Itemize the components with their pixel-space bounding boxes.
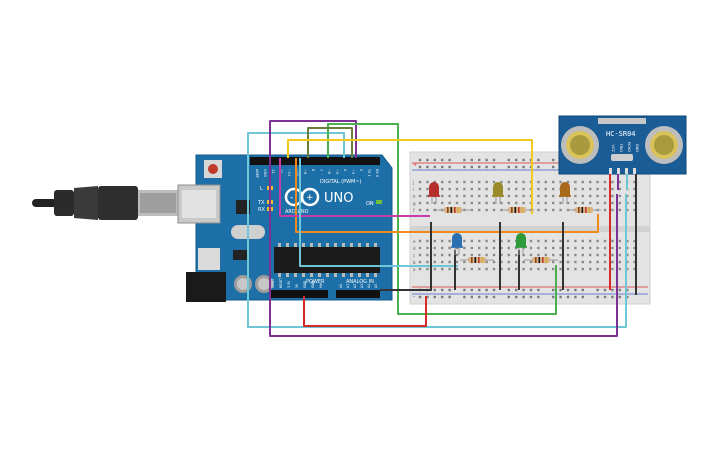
power-header-label: POWER [306,279,325,285]
arduino-uno-board[interactable]: - + ARDUINO UNO DIGITAL (PWM~) POWER ANA… [177,154,393,302]
digital-pin-label: AREF [255,169,259,178]
ultrasonic-receiver-icon [645,126,683,164]
tx-label: TX [257,200,265,206]
led-red[interactable] [428,182,440,204]
l-label: L [260,186,263,192]
analog-pin-label: A5 [374,284,378,288]
led-blue[interactable] [451,233,463,255]
rail-minus-label: - [413,293,415,300]
wire-magenta [279,158,430,217]
sensor-pin-label: VCC [611,145,615,153]
sensor-pin-labels: VCC TRIG ECHO GND [611,142,639,153]
analog-pin-label: A1 [346,284,350,288]
leds-and-resistors [428,182,601,263]
analog-header-label: ANALOG IN [346,279,374,285]
power-pin-label: IOREF [271,278,275,288]
led-yellow[interactable] [492,182,504,204]
wire-dark-olive [307,127,353,158]
resistor[interactable] [460,257,494,263]
power-pin-label: 5V [295,283,299,288]
row-letter: e [413,239,416,244]
rail-plus-label: + [413,162,417,168]
analog-pin-label: A0 [339,284,343,288]
ultrasonic-transducer-icon [561,126,599,164]
power-pin-label: GND [311,280,315,288]
hc-sr04-sensor[interactable]: HC-SR04 VCC TRIG ECHO GND [558,115,687,175]
svg-text:+: + [306,193,314,203]
sensor-name-label: HC-SR04 [606,130,636,138]
analog-pin-label: A4 [367,284,371,288]
analog-pin-label: A3 [360,284,364,288]
svg-text:-: - [290,193,293,203]
digital-pin-label: ~11 [287,169,291,176]
resistor[interactable] [436,207,470,213]
digital-pin-label: 13 [271,169,275,173]
sensor-pin-label: TRIG [619,142,623,152]
analog-pin-label: A2 [353,284,357,288]
row-letter: d [413,246,416,251]
row-letter: g [413,201,416,206]
wire-purple-outer [269,120,618,337]
digital-pin-label: ~3 [351,169,355,174]
wire-light-blue [299,158,458,267]
wire-yellow [287,139,533,214]
power-pin-label: GND [303,280,307,288]
digital-pin-label: TX 1 [367,168,371,177]
digital-pin-label: 7 [319,169,323,171]
power-pin-label: Vin [319,283,323,288]
led-green[interactable] [515,233,527,255]
row-letter: h [413,194,416,199]
wire-cyan [247,132,627,328]
digital-pin-label: ~9 [303,169,307,174]
resistor[interactable] [567,207,601,213]
usb-cable [32,186,178,220]
power-pin-label: 3.3V [287,280,291,288]
led-orange[interactable] [559,182,571,204]
power-pin-labels: IOREF RESET 3.3V 5V GND GND Vin [271,278,323,288]
digital-pin-label: 4 [343,169,347,172]
resistor[interactable] [524,257,558,263]
wire-green-top [327,123,557,315]
wire-orange [295,158,599,233]
power-pin-label: RESET [279,278,283,288]
wire-red [303,296,427,327]
on-label: ON [366,201,374,207]
row-letter: a [413,267,416,272]
digital-pin-label: 8 [311,169,315,171]
rx-label: RX [258,207,265,213]
row-letter: c [413,253,415,258]
digital-pin-label: RX 0 [375,169,379,177]
digital-pin-label: GND [263,169,267,177]
arduino-logo-icon: - + [284,187,320,207]
resistor[interactable] [500,207,534,213]
row-letter: f [413,208,415,213]
digital-pin-label: ~6 [327,169,331,174]
arduino-model-label: UNO [324,191,353,206]
digital-pin-label: 2 [359,169,363,171]
digital-header-label: DIGITAL (PWM~) [320,179,362,185]
digital-pin-label: ~5 [335,169,339,174]
sensor-pin-label: ECHO [627,142,631,152]
sensor-pin-label: GND [635,144,639,152]
wires [247,120,637,337]
row-letter: b [413,260,416,265]
row-letter: j [412,180,414,185]
row-letter: i [413,187,414,192]
